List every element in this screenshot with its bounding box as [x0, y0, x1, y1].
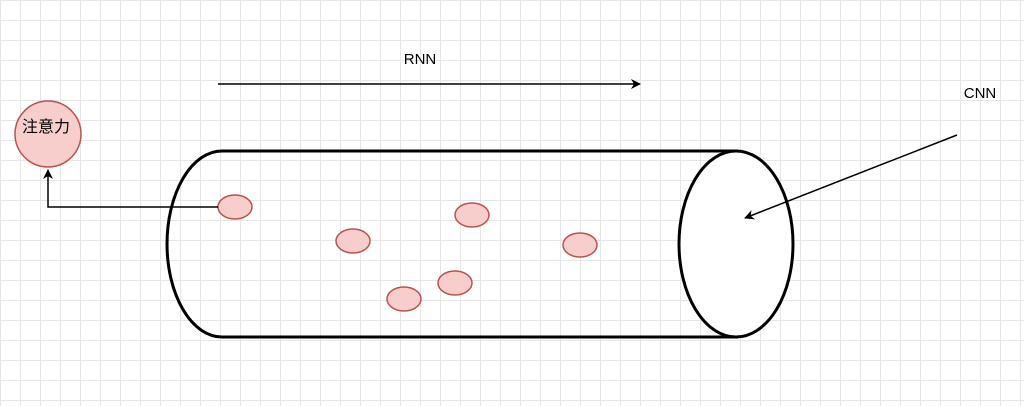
- feature-dot: [335, 228, 371, 254]
- feature-dot: [454, 202, 490, 228]
- attention-connector: [43, 169, 218, 208]
- cnn-label: CNN: [964, 85, 997, 102]
- feature-dot: [562, 232, 598, 258]
- cylinder-body: [165, 149, 738, 339]
- feature-dot: [217, 194, 253, 220]
- cnn-arrow: [744, 134, 958, 220]
- rnn-label: RNN: [404, 51, 437, 68]
- feature-dot: [437, 270, 473, 296]
- attention-node: [14, 100, 82, 168]
- cylinder-end-cap: [677, 149, 795, 339]
- attention-label: 注意力: [22, 117, 70, 136]
- feature-dot: [386, 286, 422, 312]
